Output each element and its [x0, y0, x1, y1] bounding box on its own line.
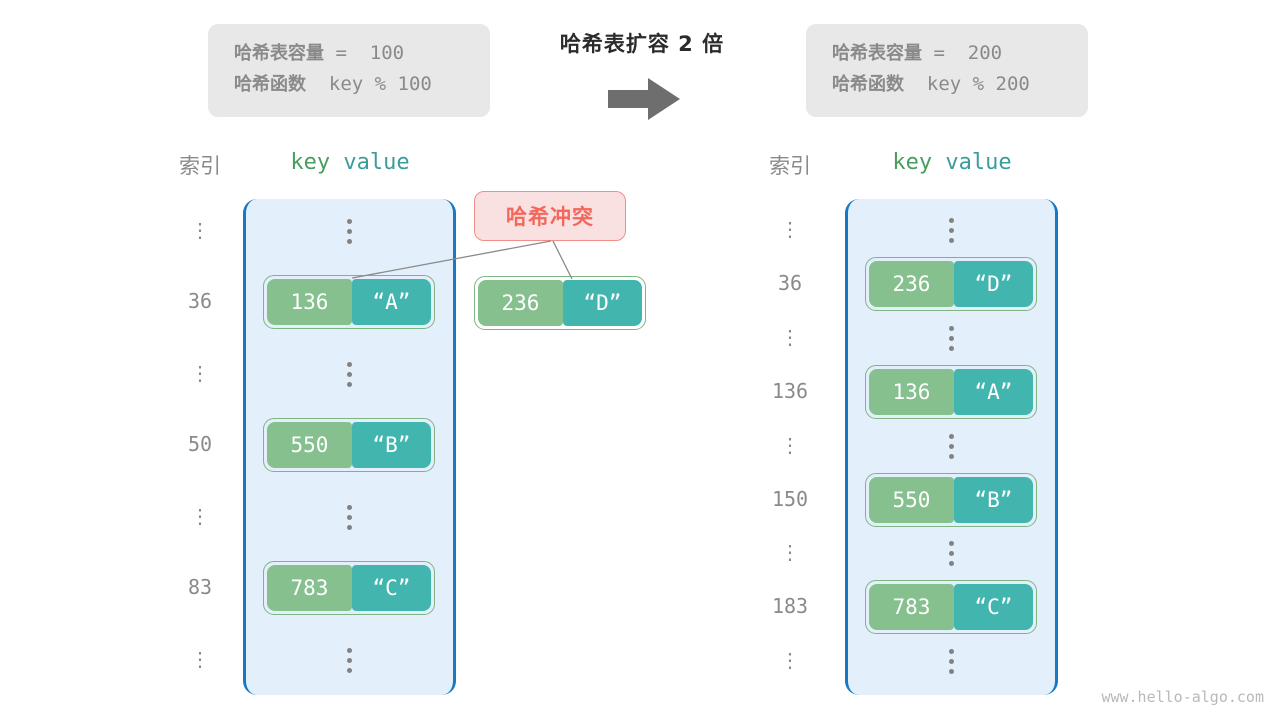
index-label-right-6: ⋮	[780, 540, 800, 564]
entry-value: “D”	[562, 280, 642, 326]
entry-key: 236	[869, 261, 954, 307]
row-ellipsis-right-6	[944, 541, 958, 571]
row-ellipsis-left-4	[342, 505, 356, 535]
index-label-left-5: 83	[187, 575, 213, 599]
capacity-line-after: 哈希表容量 = 200	[832, 38, 1062, 69]
entry-pair-left-5[interactable]: 783“C”	[263, 561, 435, 615]
index-label-right-1: 36	[777, 271, 803, 295]
entry-value: “C”	[351, 565, 431, 611]
entry-pair-right-1[interactable]: 236“D”	[865, 257, 1037, 311]
entry-key: 550	[869, 477, 954, 523]
entry-key: 236	[478, 280, 563, 326]
value-caption: value	[945, 150, 1012, 175]
key-caption: key	[892, 150, 933, 175]
collision-line-to-overflow-entry	[552, 240, 573, 280]
index-label-right-0: ⋮	[780, 217, 800, 241]
entry-value: “B”	[351, 422, 431, 468]
index-caption-right: 索引	[769, 154, 811, 178]
entry-key: 136	[869, 369, 954, 415]
entry-key: 550	[267, 422, 352, 468]
capacity-value: = 100	[324, 42, 405, 64]
hash-function-value: key % 200	[904, 73, 1030, 95]
index-label-left-4: ⋮	[190, 504, 210, 528]
index-label-left-0: ⋮	[190, 218, 210, 242]
entry-value: “A”	[351, 279, 431, 325]
row-ellipsis-right-4	[944, 434, 958, 464]
key-value-caption-left: key value	[245, 150, 455, 175]
hash-function-line-before: 哈希函数 key % 100	[234, 69, 464, 100]
entry-value: “B”	[953, 477, 1033, 523]
entry-key: 783	[267, 565, 352, 611]
row-ellipsis-right-0	[944, 218, 958, 248]
index-label-right-8: ⋮	[780, 648, 800, 672]
capacity-label: 哈希表容量	[234, 43, 324, 64]
row-ellipsis-right-8	[944, 649, 958, 679]
hash-function-label: 哈希函数	[234, 74, 306, 95]
entry-key: 783	[869, 584, 954, 630]
capacity-label: 哈希表容量	[832, 43, 922, 64]
index-label-right-4: ⋮	[780, 433, 800, 457]
index-label-left-2: ⋮	[190, 361, 210, 385]
entry-pair-left-3[interactable]: 550“B”	[263, 418, 435, 472]
entry-pair-left-1[interactable]: 136“A”	[263, 275, 435, 329]
key-caption: key	[290, 150, 331, 175]
hash-config-box-after: 哈希表容量 = 200 哈希函数 key % 200	[806, 24, 1088, 117]
index-label-left-1: 36	[187, 289, 213, 313]
overflow-entry-pair[interactable]: 236 “D”	[474, 276, 646, 330]
capacity-line-before: 哈希表容量 = 100	[234, 38, 464, 69]
row-ellipsis-right-2	[944, 326, 958, 356]
entry-value: “A”	[953, 369, 1033, 415]
row-ellipsis-left-6	[342, 648, 356, 678]
hash-function-label: 哈希函数	[832, 74, 904, 95]
entry-value: “C”	[953, 584, 1033, 630]
index-label-left-3: 50	[187, 432, 213, 456]
entry-pair-right-5[interactable]: 550“B”	[865, 473, 1037, 527]
index-label-right-3: 136	[771, 379, 809, 403]
hash-function-line-after: 哈希函数 key % 200	[832, 69, 1062, 100]
row-ellipsis-left-2	[342, 362, 356, 392]
index-label-right-7: 183	[771, 594, 809, 618]
watermark: www.hello-algo.com	[1101, 688, 1264, 706]
entry-value: “D”	[953, 261, 1033, 307]
right-arrow-icon	[608, 78, 680, 120]
hash-config-box-before: 哈希表容量 = 100 哈希函数 key % 100	[208, 24, 490, 117]
capacity-value: = 200	[922, 42, 1003, 64]
key-value-caption-right: key value	[846, 150, 1058, 175]
collision-badge: 哈希冲突	[474, 191, 626, 241]
entry-pair-right-3[interactable]: 136“A”	[865, 365, 1037, 419]
entry-pair-right-7[interactable]: 783“C”	[865, 580, 1037, 634]
hash-function-value: key % 100	[306, 73, 432, 95]
expand-title: 哈希表扩容 2 倍	[559, 32, 725, 56]
index-label-left-6: ⋮	[190, 647, 210, 671]
index-label-right-2: ⋮	[780, 325, 800, 349]
index-caption-left: 索引	[179, 154, 221, 178]
entry-key: 136	[267, 279, 352, 325]
index-label-right-5: 150	[771, 487, 809, 511]
row-ellipsis-left-0	[342, 219, 356, 249]
value-caption: value	[343, 150, 410, 175]
